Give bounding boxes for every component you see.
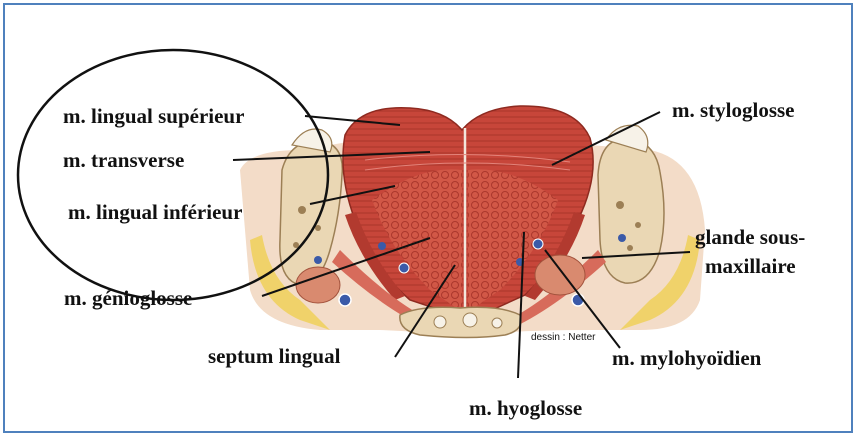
label-glande-line2: maxillaire bbox=[705, 254, 796, 278]
credit-netter: dessin : Netter bbox=[531, 332, 595, 343]
label-styloglosse: m. styloglosse bbox=[672, 98, 795, 122]
right-mandible bbox=[598, 125, 664, 283]
label-glande-line1: glande sous- bbox=[695, 225, 805, 249]
label-lingual-superieur: m. lingual supérieur bbox=[63, 104, 244, 128]
label-hyoglosse: m. hyoglosse bbox=[469, 396, 582, 420]
label-lingual-inferieur: m. lingual inférieur bbox=[68, 200, 242, 224]
label-genioglosse: m. génioglosse bbox=[64, 286, 192, 310]
label-septum-lingual: septum lingual bbox=[208, 344, 340, 368]
label-transverse: m. transverse bbox=[63, 148, 184, 172]
label-mylohyoidien: m. mylohyoïdien bbox=[612, 346, 761, 370]
